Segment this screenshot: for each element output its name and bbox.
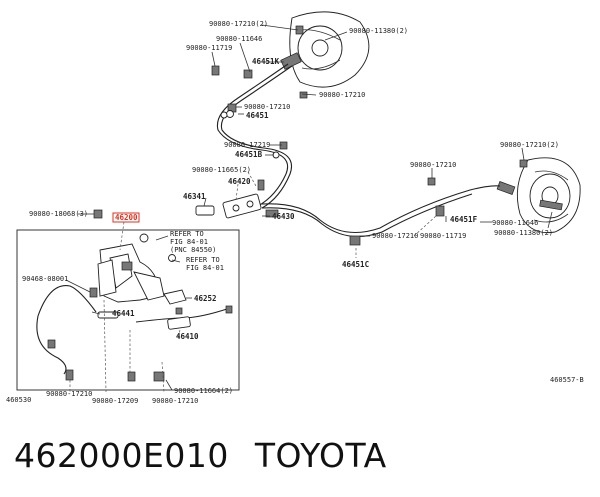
callout-90080-17210-r2: 90080-17210(2) — [500, 141, 559, 149]
callout-90080-11719-top: 90080-11719 — [186, 44, 232, 52]
callout-460557-b: 460557-B — [550, 376, 584, 384]
brand-name: TOYOTA — [254, 436, 387, 475]
callout-refer-to-1c: (PNC 84550) — [170, 246, 216, 254]
callout-46451k: 46451K — [252, 57, 280, 66]
rear-brake-assembly-lower — [496, 157, 581, 234]
callout-90080-17210-top: 90080-17210(2) — [209, 20, 268, 28]
callout-460530: 460530 — [6, 396, 31, 404]
callout-46200-highlight: 46200 — [112, 212, 140, 223]
callout-90080-17219: 90080-17219 — [224, 141, 270, 149]
callout-refer-to-2b: FIG 84-01 — [186, 264, 224, 272]
callout-90080-17210-b: 90080-17210 — [244, 103, 290, 111]
callout-90080-17210-bl: 90080-17210 — [46, 390, 92, 398]
callout-90080-17210-c: 90080-17210 — [372, 232, 418, 240]
callout-46252: 46252 — [194, 294, 217, 303]
callout-90080-11665: 90080-11665(2) — [192, 166, 251, 174]
fasteners — [93, 25, 528, 246]
callout-46451f: 46451F — [450, 215, 478, 224]
callout-46441: 46441 — [112, 309, 135, 318]
callout-90468-08001: 90468-08001 — [22, 275, 68, 283]
callout-labels: 90080-17210(2) 90080-11380(2) 90080-1164… — [6, 20, 584, 405]
callout-90080-17210-br: 90080-17210 — [152, 397, 198, 405]
callout-90080-11646-top: 90080-11646 — [216, 35, 262, 43]
callout-46200: 46200 — [115, 213, 138, 222]
callout-refer-to-1a: REFER TO — [170, 230, 204, 238]
callout-46451c: 46451C — [342, 260, 369, 269]
callout-46420: 46420 — [228, 177, 251, 186]
callout-90080-11719-c: 90080-11719 — [420, 232, 466, 240]
part-caption: 462000E010 TOYOTA — [14, 436, 413, 475]
callout-90080-17209: 90080-17209 — [92, 397, 138, 405]
callout-90080-11646-r: 90080-11646 — [492, 219, 538, 227]
callout-46410: 46410 — [176, 332, 199, 341]
callout-refer-to-1b: FIG 84-01 — [170, 238, 208, 246]
callout-90080-18068: 90080-18068(3) — [29, 210, 88, 218]
callout-90080-11664: 90080-11664(2) — [174, 387, 233, 395]
callout-46341: 46341 — [183, 192, 206, 201]
part-number: 462000E010 — [14, 436, 229, 475]
callout-refer-to-2a: REFER TO — [186, 256, 220, 264]
callout-46451: 46451 — [246, 111, 269, 120]
callout-46430: 46430 — [272, 212, 295, 221]
callout-90080-11380-top: 90080-11380(2) — [349, 27, 408, 35]
leader-lines — [65, 24, 553, 393]
callout-90080-17210-r1: 90080-17210 — [410, 161, 456, 169]
rear-brake-assembly-upper — [280, 11, 370, 88]
parking-brake-lever-box — [16, 229, 240, 391]
parking-brake-exploded-diagram: 90080-17210(2) 90080-11380(2) 90080-1164… — [6, 11, 584, 405]
callout-90080-11380-r: 90080-11380(2) — [494, 229, 553, 237]
callout-90080-17210-mid: 90080-17210 — [319, 91, 365, 99]
callout-46451b: 46451B — [235, 150, 263, 159]
cable-equalizer-46420 — [195, 179, 279, 219]
